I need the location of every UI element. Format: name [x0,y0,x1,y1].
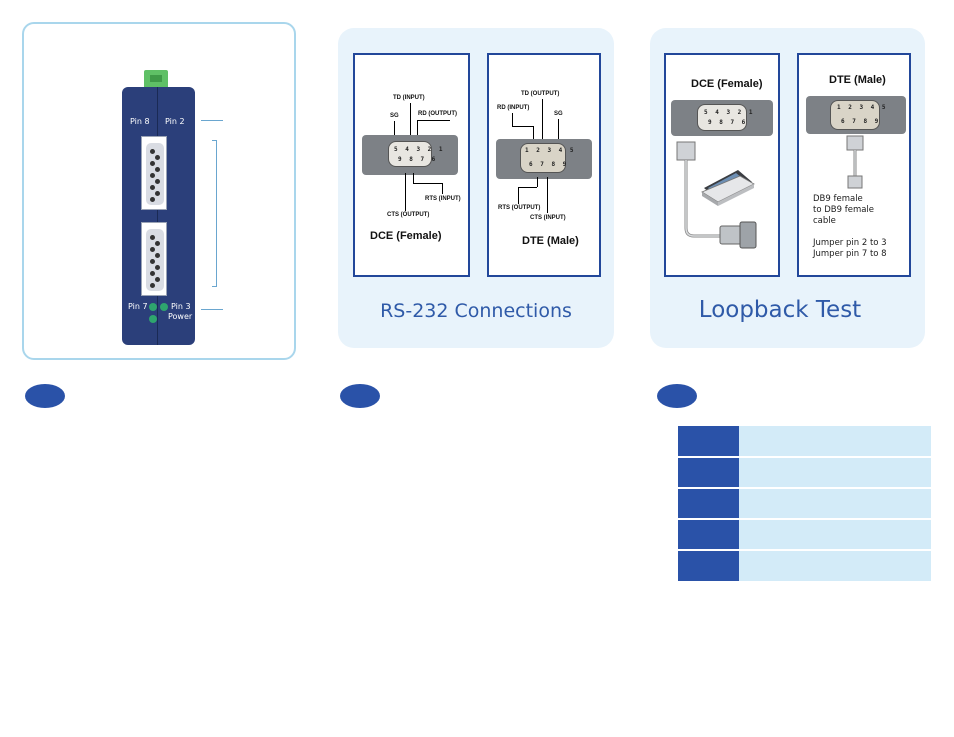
dce-connector: 5 4 3 2 1 9 8 7 6 [362,135,458,175]
loopback-notes: DB9 female to DB9 female cable Jumper pi… [813,194,887,260]
dce-cts-arrow [405,173,407,211]
dte-rts-arrow-v [537,177,539,187]
label-pin3: Pin 3 [171,302,191,311]
db9-port-upper [141,136,167,210]
step-badge-1 [25,384,65,408]
dte-pins-top: 1 2 3 4 5 [525,147,576,154]
dce-rts-label: RTS (INPUT) [425,196,461,202]
device-divider [157,87,158,345]
step-badge-3 [657,384,697,408]
dte-rd-arrow-h [512,126,533,128]
table-row-5-value [739,551,931,581]
callout-bracket-bottom [212,286,217,287]
dte-td-arrow [542,99,544,145]
table-row-4-value [739,520,931,549]
table-row-3-value [739,489,931,518]
label-pin7: Pin 7 [128,302,148,311]
db9-port-lower [141,222,167,296]
loopback-caption: Loopback Test [698,297,862,323]
loopback-dce-pins-top: 5 4 3 2 1 [704,109,755,116]
dce-cts-label: CTS (OUTPUT) [387,212,430,218]
note-line-2: to DB9 female [813,205,875,215]
callout-line-top [201,120,223,121]
dce-rts-arrow-v2 [442,183,444,194]
dte-rts-label: RTS (OUTPUT) [498,205,541,211]
note-line-1: DB9 female [813,194,863,204]
dte-td-label: TD (OUTPUT) [521,91,560,97]
table-row-4-key [678,520,739,549]
dte-rts-arrow-v2 [518,187,520,204]
note-line-5: Jumper pin 2 to 3 [813,238,887,248]
loopback-dce-box [664,53,780,277]
dce-rd-label: RD (OUTPUT) [418,111,457,117]
callout-bracket [216,140,217,286]
callout-bracket-top [212,140,217,141]
power-terminal-block [144,70,168,89]
dce-pins-bottom: 9 8 7 6 [398,156,438,163]
loopback-dte-title: DTE (Male) [829,74,886,86]
note-line-4 [813,227,887,238]
loopback-dce-pins-bottom: 9 8 7 6 [708,119,748,126]
note-line-6: Jumper pin 7 to 8 [813,249,887,259]
dte-sg-arrow [558,119,560,145]
dte-cts-label: CTS (INPUT) [530,215,566,221]
device-body [122,87,195,345]
loopback-dte-pins-bottom: 6 7 8 9 [841,118,881,125]
table-row-2-key [678,458,739,487]
step-badge-2 [340,384,380,408]
dce-rd-arrow [417,120,419,146]
led-table [678,426,931,581]
dce-rts-arrow-h [413,183,442,185]
table-row-1-value [739,426,931,456]
dte-rd-arrow-v [512,113,514,126]
dte-pins-bottom: 6 7 8 9 [529,161,569,168]
table-row-3-key [678,489,739,518]
dte-title: DTE (Male) [522,235,579,247]
led-pin7 [149,303,157,311]
dte-connector: 1 2 3 4 5 6 7 8 9 [496,139,592,179]
label-pin2: Pin 2 [165,117,185,126]
dce-rts-arrow-v [413,173,415,183]
dce-td-arrow [410,103,412,146]
rs232-caption: RS-232 Connections [380,300,572,322]
db9-cable-icon [846,135,864,189]
label-power: Power [168,312,193,321]
dte-cts-arrow [547,177,549,213]
table-row-2-value [739,458,931,487]
loopback-dte-pins-top: 1 2 3 4 5 [837,104,888,111]
loopback-dte-connector: 1 2 3 4 5 6 7 8 9 [806,96,906,134]
dce-title: DCE (Female) [370,230,442,242]
table-row-5-key [678,551,739,581]
dce-td-label: TD (INPUT) [393,95,425,101]
label-pin8: Pin 8 [130,117,150,126]
note-line-3: cable [813,216,836,226]
table-row-1-key [678,426,739,456]
led-power [149,315,157,323]
loopback-dce-connector: 5 4 3 2 1 9 8 7 6 [671,100,773,136]
dte-rts-arrow-h [518,187,537,189]
dce-rd-arrow-h [417,120,450,122]
dte-rd-label: RD (INPUT) [497,105,530,111]
laptop-cable-illustration [676,141,757,249]
callout-line-bottom [201,309,223,310]
dte-rd-arrow-v2 [533,126,535,145]
dce-sg-label: SG [390,113,399,119]
dte-sg-label: SG [554,111,563,117]
dce-sg-arrow [394,121,396,146]
led-pin3 [160,303,168,311]
loopback-dce-title: DCE (Female) [691,78,763,90]
dce-pins-top: 5 4 3 2 1 [394,146,445,153]
